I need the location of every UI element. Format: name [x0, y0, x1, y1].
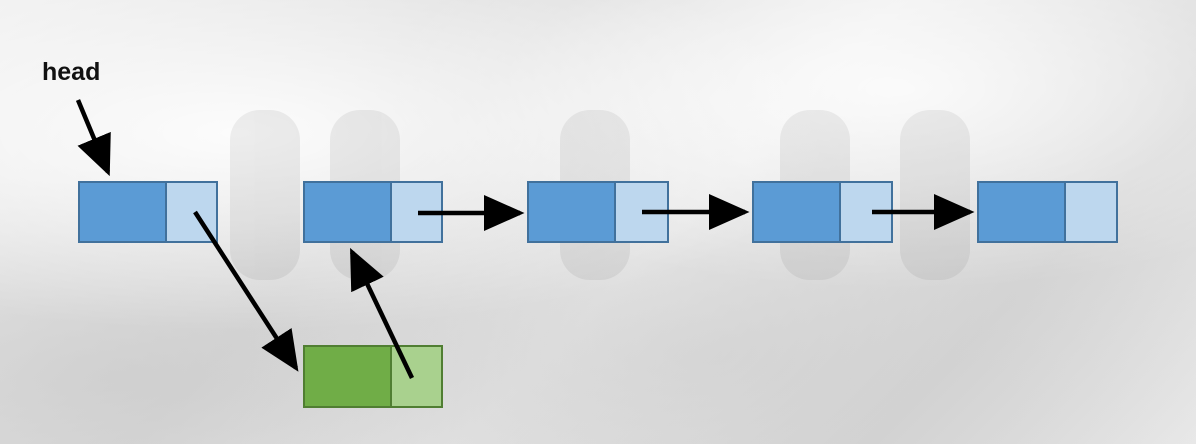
new-node-data-cell: [303, 345, 392, 408]
node-2-data-cell: [303, 181, 392, 243]
node-5-data-cell: [977, 181, 1066, 243]
next-arrow-new-node-to-node-2: [349, 247, 415, 379]
head-pointer-arrow: [75, 99, 111, 177]
list-node-4: [752, 181, 893, 243]
list-node-5: [977, 181, 1118, 243]
head-label: head: [42, 58, 100, 86]
node-1-data-cell: [78, 181, 167, 243]
node-5-next-cell: [1064, 181, 1118, 243]
list-node-2: [303, 181, 443, 243]
node-4-data-cell: [752, 181, 841, 243]
new-node: [303, 345, 443, 408]
list-node-1: [78, 181, 218, 243]
node-3-data-cell: [527, 181, 616, 243]
next-arrow-node-1-to-new-node: [193, 210, 299, 372]
